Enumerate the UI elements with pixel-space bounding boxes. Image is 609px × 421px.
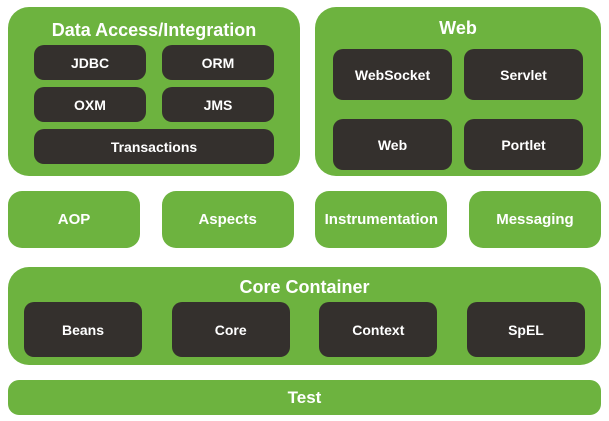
module-spel: SpEL: [466, 302, 585, 357]
layer-instrumentation: Instrumentation: [315, 191, 448, 248]
module-context: Context: [319, 302, 438, 357]
module-websocket: WebSocket: [333, 49, 452, 100]
module-servlet: Servlet: [464, 49, 583, 100]
module-orm: ORM: [162, 45, 274, 80]
panel-data-access-integration: Data Access/Integration JDBC ORM OXM JMS…: [8, 7, 300, 176]
diagram-content: Data Access/Integration JDBC ORM OXM JMS…: [8, 7, 601, 415]
web-title: Web: [439, 18, 477, 38]
middleware-layer-row: AOP Aspects Instrumentation Messaging: [8, 191, 601, 248]
layer-aspects: Aspects: [161, 191, 294, 248]
panel-web: Web WebSocket Servlet Web Portlet: [315, 7, 601, 176]
core-module-row: Beans Core Context SpEL: [24, 302, 585, 357]
module-transactions: Transactions: [34, 129, 274, 164]
module-jdbc: JDBC: [34, 45, 146, 80]
panel-core-container: Core Container Beans Core Context SpEL: [8, 267, 601, 365]
module-oxm: OXM: [34, 87, 146, 122]
layer-aop: AOP: [8, 191, 140, 248]
data-access-integration-title: Data Access/Integration: [51, 20, 257, 40]
module-portlet: Portlet: [464, 119, 583, 170]
module-jms: JMS: [162, 87, 274, 122]
module-beans: Beans: [24, 302, 142, 357]
web-module-grid: WebSocket Servlet Web Portlet: [333, 49, 583, 170]
data-access-module-grid: JDBC ORM OXM JMS Transactions: [34, 45, 274, 164]
module-core: Core: [171, 302, 290, 357]
test-title: Test: [287, 387, 322, 407]
top-layer-row: Data Access/Integration JDBC ORM OXM JMS…: [8, 7, 601, 176]
panel-test: Test: [8, 380, 601, 415]
layer-messaging: Messaging: [468, 191, 601, 248]
core-container-title: Core Container: [239, 277, 370, 297]
module-web: Web: [333, 119, 452, 170]
